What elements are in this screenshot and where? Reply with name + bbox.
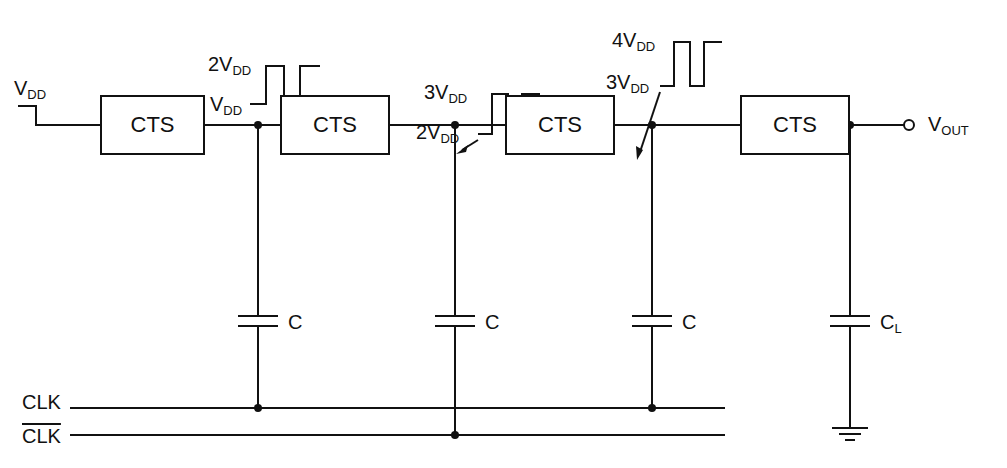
junction-dot — [254, 404, 262, 412]
voltage-level: 2VDD — [208, 54, 251, 77]
voltage-level: 3VDD — [606, 72, 649, 95]
capacitor-symbol — [632, 125, 672, 408]
voltage-level: 4VDD — [612, 30, 655, 53]
capacitor-label: C — [485, 312, 499, 332]
connector-wire — [205, 124, 280, 126]
junction-dot — [451, 431, 459, 439]
leader-arrow — [640, 92, 660, 152]
box-label: CTS — [538, 112, 582, 138]
node-wire — [205, 124, 280, 126]
box-label: CTS — [313, 112, 357, 138]
capacitor-symbol — [238, 125, 278, 408]
arrowhead — [636, 146, 643, 160]
clock-label: CLK — [22, 392, 61, 412]
clock-bar-label: CLK — [22, 426, 61, 446]
capacitor-symbol — [435, 125, 475, 435]
capacitor-label: C — [288, 312, 302, 332]
process-box: CTS — [740, 95, 850, 155]
process-box: CTS — [100, 95, 205, 155]
connector-wire — [615, 124, 740, 126]
output-terminal — [904, 120, 914, 130]
supply-wire — [18, 106, 100, 125]
voltage-level: 3VDD — [424, 82, 467, 105]
waveform — [660, 42, 722, 86]
process-box: CTS — [505, 95, 615, 155]
clock-line — [70, 407, 725, 409]
junction-dot — [648, 404, 656, 412]
output-label: VOUT — [928, 114, 969, 137]
voltage-level: VDD — [210, 94, 242, 117]
supply-label: VDD — [14, 78, 46, 101]
clock-bar-line — [70, 434, 725, 436]
arrowhead — [456, 145, 468, 154]
voltage-level: 2VDD — [416, 122, 459, 145]
process-box: CTS — [280, 95, 390, 155]
box-label: CTS — [131, 112, 175, 138]
capacitor-label: C — [682, 312, 696, 332]
load-capacitor-symbol — [830, 125, 870, 428]
ground-symbol — [832, 428, 868, 440]
output-wire — [850, 124, 904, 126]
capacitor-label: CL — [880, 312, 902, 335]
connector-wire — [390, 124, 505, 126]
box-label: CTS — [773, 112, 817, 138]
